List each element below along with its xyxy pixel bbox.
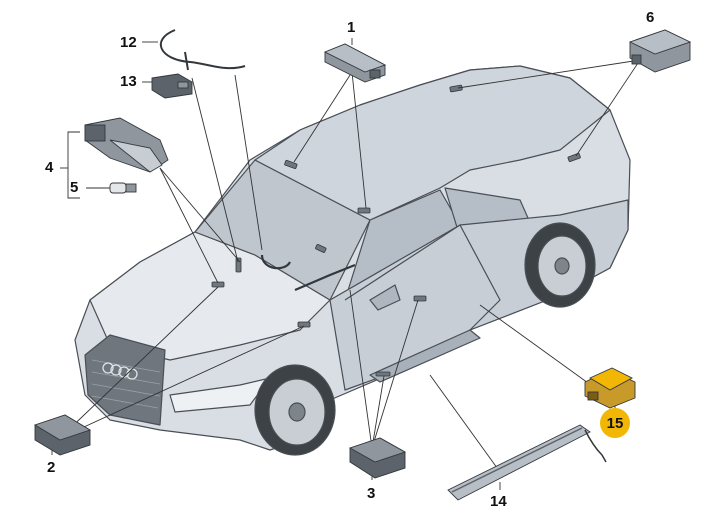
leader-lines xyxy=(51,38,641,490)
door-line xyxy=(344,224,501,331)
car-windshield xyxy=(194,159,371,301)
car-sill xyxy=(369,329,481,383)
callout-15-highlighted: 15 xyxy=(600,408,630,438)
callout-1: 1 xyxy=(347,19,356,36)
part-1-interior-light xyxy=(323,43,387,83)
car-rear-deck xyxy=(254,65,611,221)
part-5-bulb xyxy=(109,182,137,194)
interior-cable xyxy=(260,254,356,292)
part-14-sill-strip xyxy=(447,424,607,501)
part-13-connector xyxy=(151,73,193,99)
callout-14: 14 xyxy=(490,493,507,510)
part-4-lamp-housing xyxy=(84,117,169,173)
grille-lines xyxy=(91,359,161,409)
callout-3: 3 xyxy=(367,485,376,502)
callout-2: 2 xyxy=(47,459,56,476)
car-mirror xyxy=(369,284,401,311)
car-grille xyxy=(84,334,166,426)
part-6-rear-light xyxy=(628,29,692,73)
rear-wheel xyxy=(524,222,596,308)
part-2-front-light xyxy=(33,414,92,456)
callout-13: 13 xyxy=(120,73,137,90)
front-wheel xyxy=(254,364,336,456)
part-3-sill-light xyxy=(348,437,407,479)
callout-4: 4 xyxy=(45,159,54,176)
part-12-bracket xyxy=(160,29,246,71)
part-15-module xyxy=(584,367,636,409)
callout-6: 6 xyxy=(646,9,655,26)
car-illustration xyxy=(74,65,631,456)
callout-12: 12 xyxy=(120,34,137,51)
callout-5: 5 xyxy=(70,179,79,196)
car-light-markers xyxy=(211,84,581,377)
